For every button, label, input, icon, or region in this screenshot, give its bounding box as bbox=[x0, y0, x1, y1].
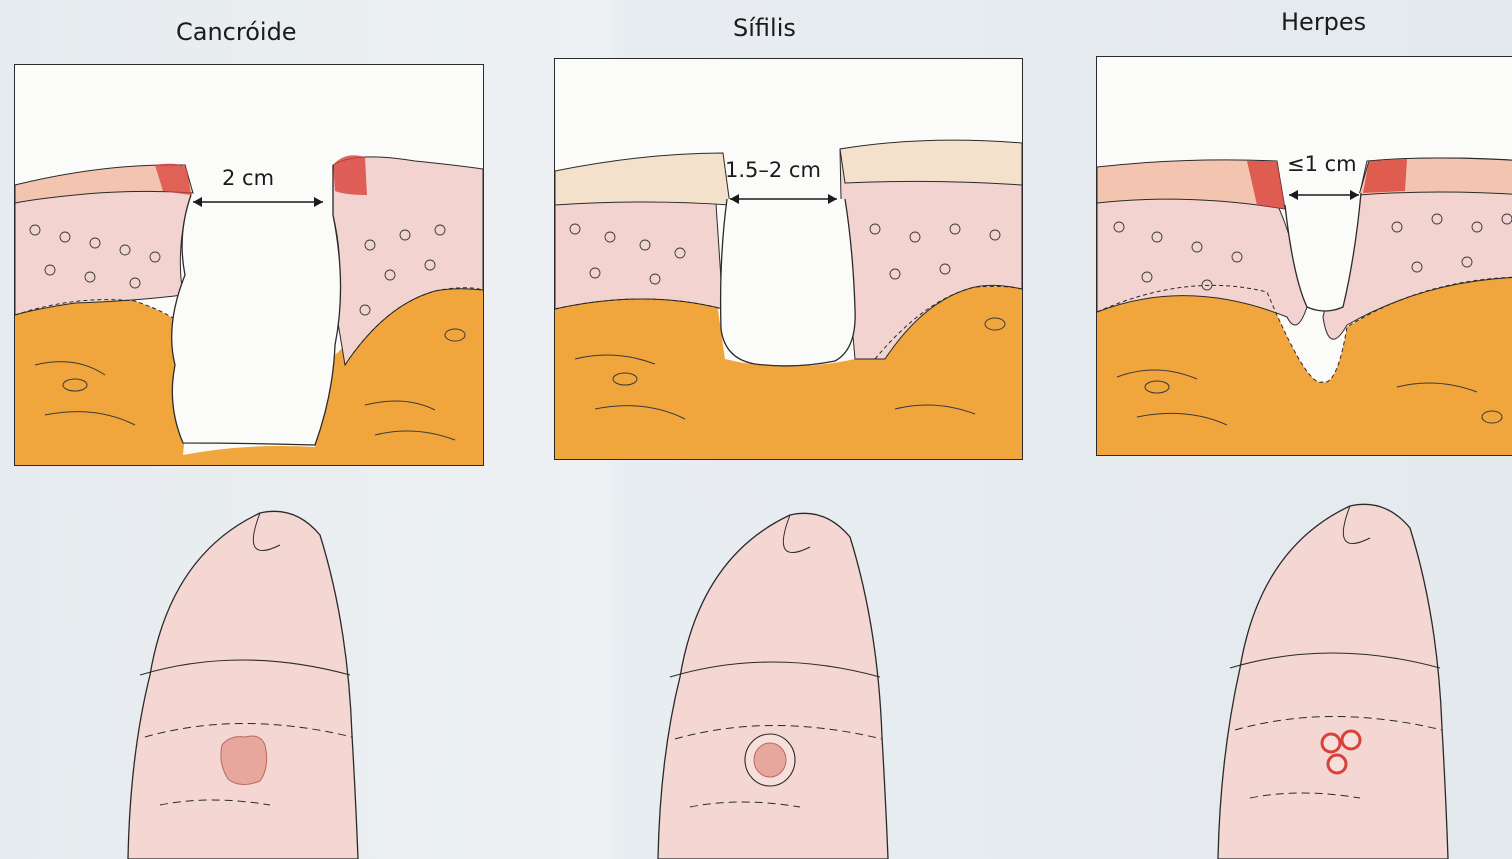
title-herpes: Herpes bbox=[1281, 8, 1366, 36]
cross-section-sifilis bbox=[554, 58, 1023, 460]
measurement-herpes: ≤1 cm bbox=[1287, 152, 1357, 176]
lesion-illustration-sifilis bbox=[650, 507, 910, 859]
lesion-illustration-cancroide bbox=[120, 505, 380, 859]
title-sifilis: Sífilis bbox=[733, 14, 796, 42]
measurement-sifilis: 1.5–2 cm bbox=[725, 158, 821, 182]
cross-section-cancroide bbox=[14, 64, 484, 466]
title-cancroide: Cancróide bbox=[176, 18, 297, 46]
measurement-cancroide: 2 cm bbox=[222, 166, 274, 190]
cross-section-herpes bbox=[1096, 56, 1512, 456]
lesion-illustration-herpes bbox=[1210, 498, 1470, 859]
